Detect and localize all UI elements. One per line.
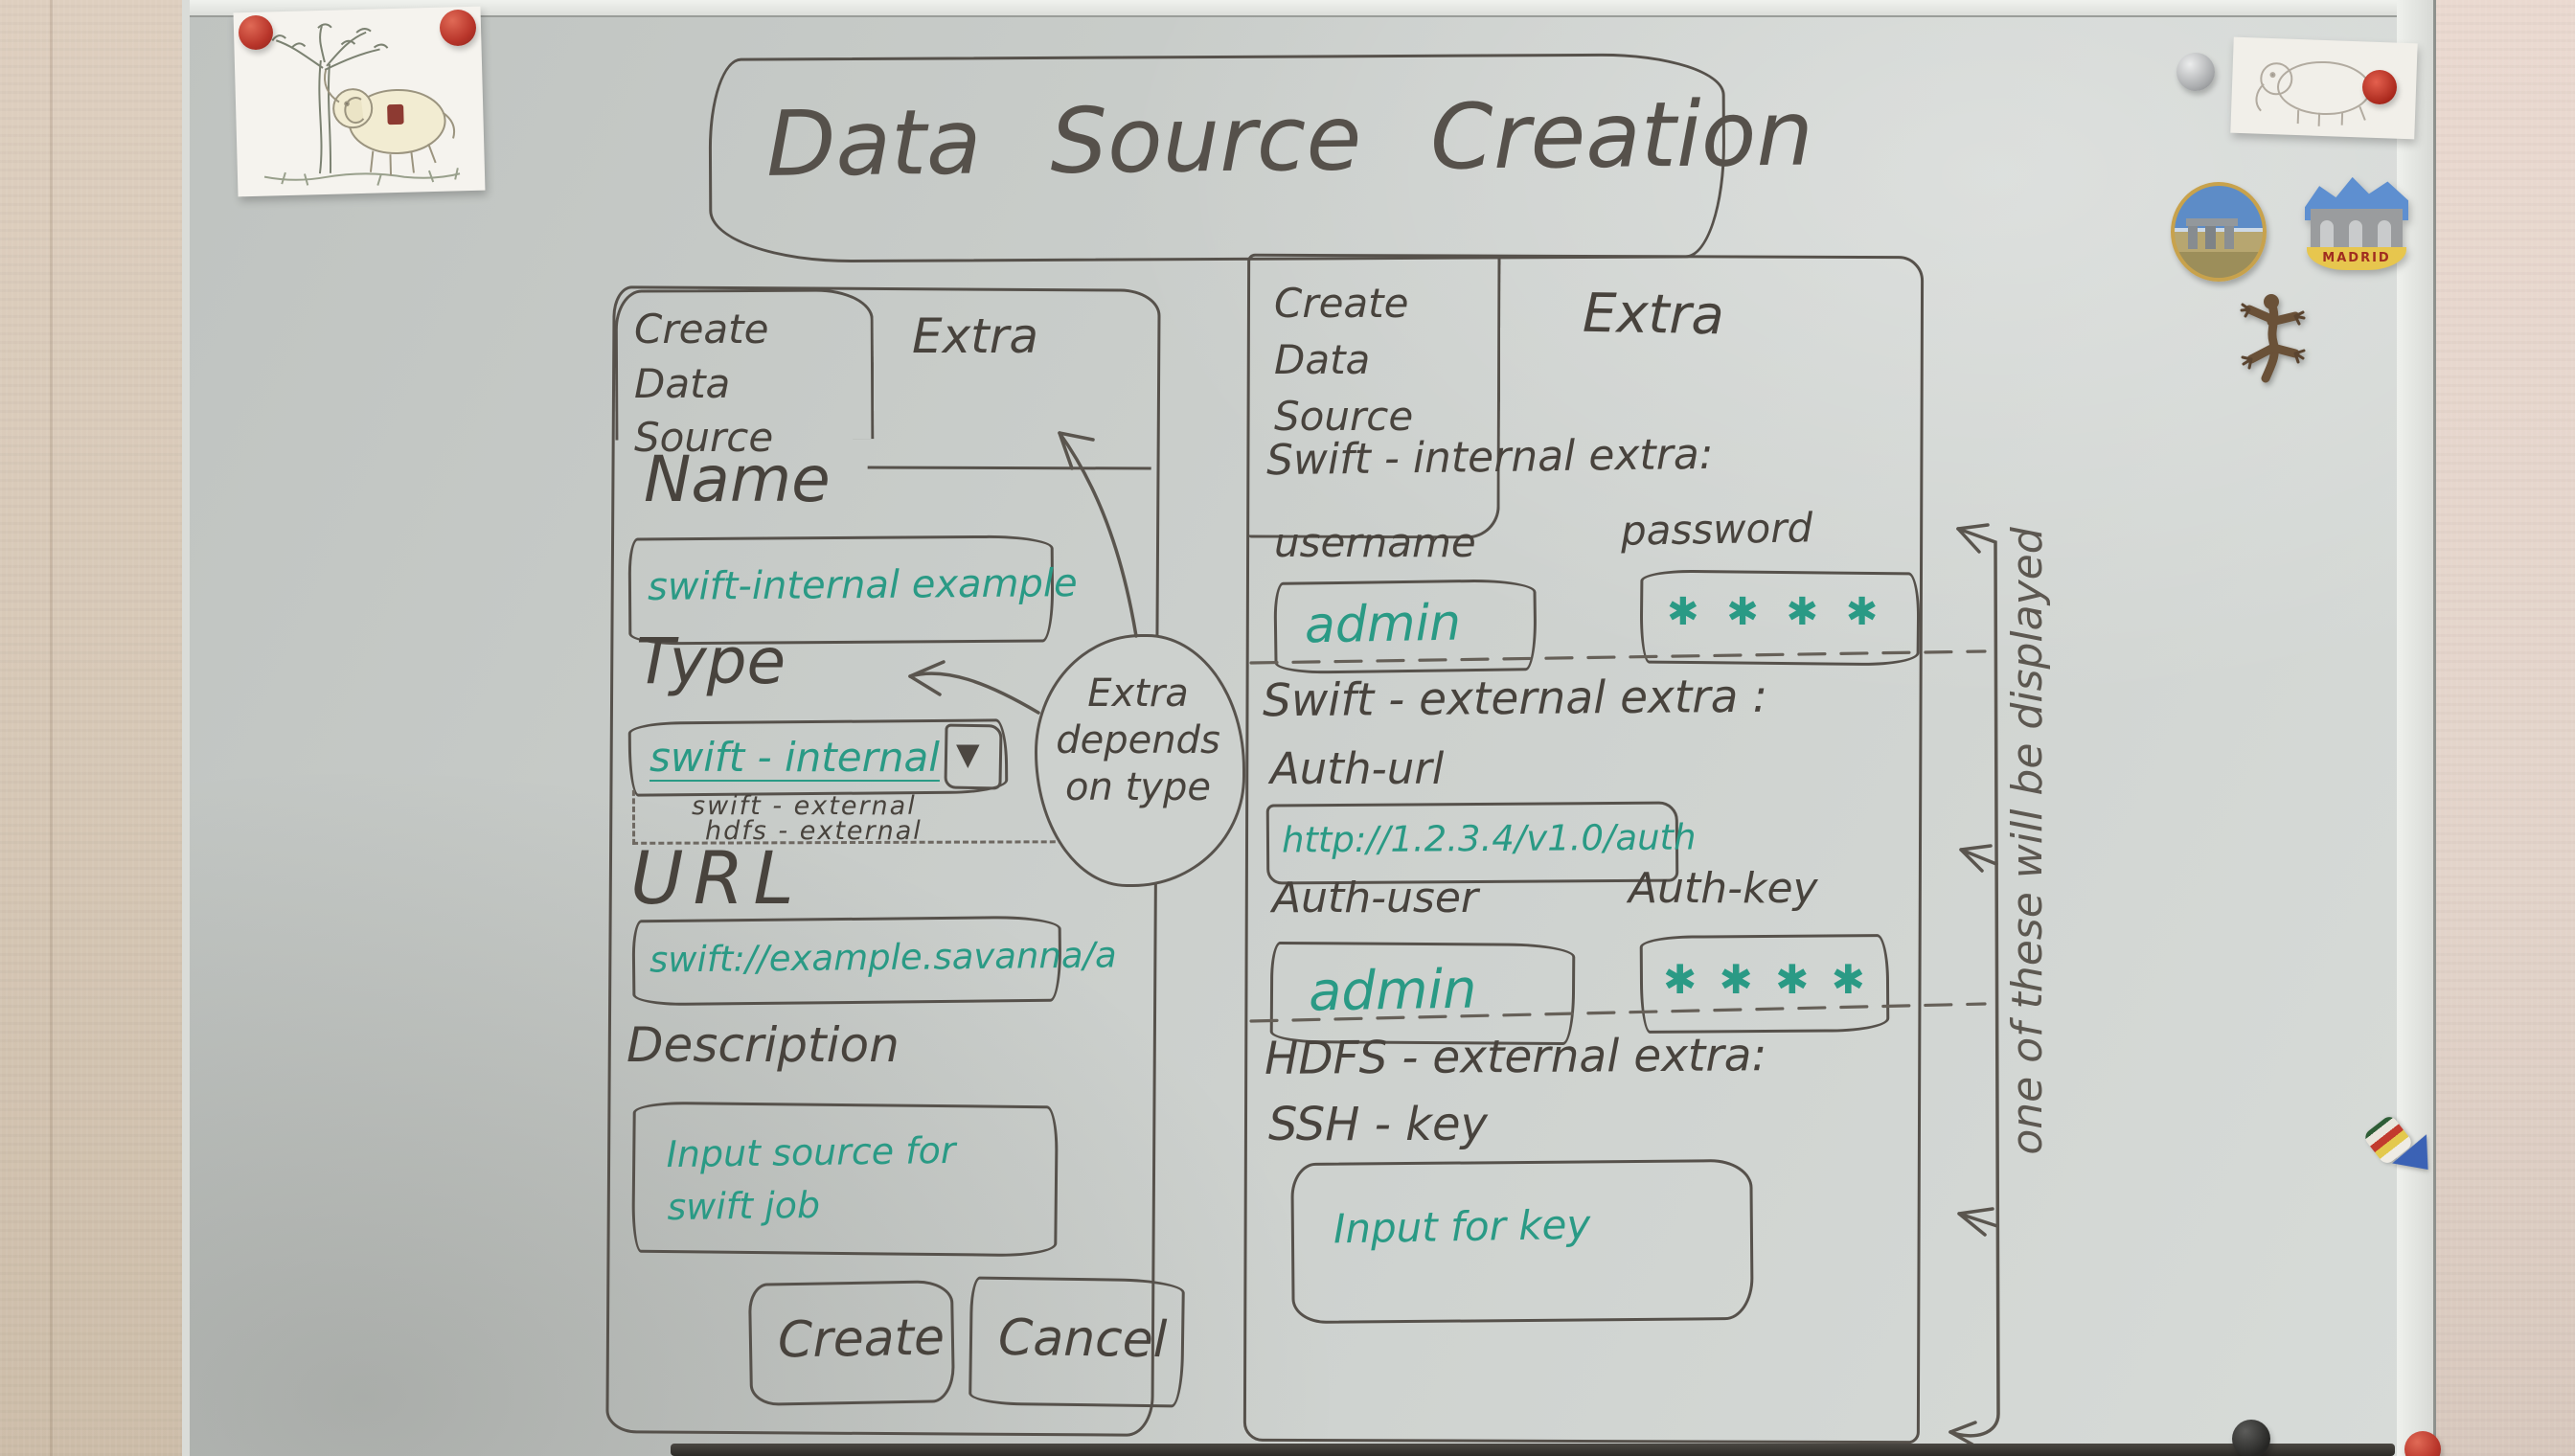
hdfs-heading: HDFS - external extra:	[1264, 1029, 1767, 1085]
cancel-button-label: Cancel	[997, 1308, 1168, 1370]
type-option-swift-external: swift - external	[692, 791, 917, 821]
page-title: Data Source Creation	[765, 81, 1814, 197]
left-tab-extra-label: Extra	[912, 308, 1038, 364]
type-selected-value: swift - internal	[649, 734, 940, 781]
silver-magnet	[2176, 53, 2215, 91]
ssh-key-label: SSH - key	[1268, 1098, 1488, 1151]
black-magnet-bottom	[2232, 1420, 2270, 1456]
triangle-magnet	[2361, 1113, 2434, 1172]
gecko-figurine	[2227, 290, 2315, 386]
auth-user-label: Auth-user	[1272, 874, 1478, 922]
red-sequin-magnet	[2362, 70, 2397, 104]
url-value: swift://example.savanna/a	[649, 934, 1117, 981]
username-value: admin	[1304, 594, 1462, 655]
auth-key-value: ✱ ✱ ✱ ✱	[1663, 956, 1870, 1003]
create-button-label: Create	[777, 1308, 946, 1370]
auth-key-label: Auth-key	[1629, 864, 1818, 913]
auth-user-value: admin	[1308, 958, 1478, 1024]
souvenir-magnet-madrid: MADRID	[2305, 176, 2408, 272]
wall-left	[0, 0, 187, 1456]
extra-depends-bubble	[1035, 634, 1245, 887]
wall-right	[2433, 0, 2575, 1456]
elephant-tree-sketch	[263, 23, 461, 186]
left-tab-create-label: Create Data Source	[634, 306, 774, 462]
type-label: Type	[636, 625, 786, 698]
board-bottom-shadow	[671, 1444, 2395, 1456]
description-label: Description	[627, 1017, 900, 1073]
auth-url-value: http://1.2.3.4/v1.0/auth	[1281, 816, 1697, 861]
madrid-magnet-label: MADRID	[2322, 251, 2391, 265]
one-of-these-note: one of these will be displayed	[2003, 527, 2052, 1155]
whiteboard-frame-left	[182, 0, 190, 1456]
password-label: password	[1620, 504, 1813, 555]
right-tab-create-label: Create Data Source	[1274, 280, 1414, 440]
swift-external-heading: Swift - external extra :	[1262, 670, 1768, 728]
extra-depends-note: Extra depends on type	[1056, 671, 1220, 809]
ssh-key-value: Input for key	[1333, 1200, 1591, 1253]
whiteboard-frame-top	[182, 0, 2433, 17]
right-tab-extra-label: Extra	[1582, 282, 1725, 348]
description-value: Input source for swift job	[666, 1128, 956, 1229]
whiteboard-frame-right	[2397, 0, 2436, 1456]
red-magnet-top-left-1	[239, 15, 273, 50]
swift-internal-heading: Swift - internal extra:	[1265, 429, 1714, 486]
username-label: username	[1274, 519, 1476, 566]
elephant-drawing-paper	[233, 6, 486, 197]
type-option-hdfs-external: hdfs - external	[705, 816, 923, 846]
red-magnet-top-left-2	[440, 10, 476, 46]
password-value: ✱ ✱ ✱ ✱	[1667, 590, 1886, 634]
chevron-down-icon: ▼	[956, 736, 980, 772]
red-magnet-bottom	[2404, 1431, 2441, 1456]
whiteboard	[187, 0, 2397, 1456]
name-label: Name	[644, 443, 831, 516]
souvenir-magnet-oval	[2171, 182, 2267, 282]
auth-url-label: Auth-url	[1270, 743, 1445, 794]
url-label: URL	[630, 835, 804, 921]
name-value: swift-internal example	[647, 561, 1078, 609]
